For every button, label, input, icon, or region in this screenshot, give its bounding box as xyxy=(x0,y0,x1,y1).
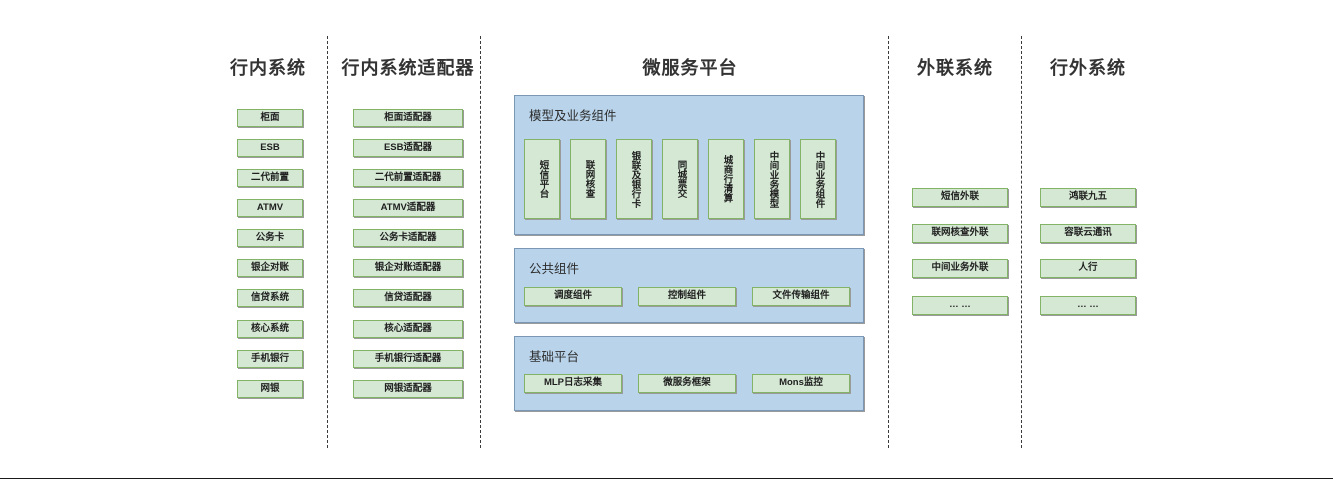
node-internal-system-7[interactable]: 信贷系统 xyxy=(237,289,303,307)
panel-label-model-business-components: 模型及业务组件 xyxy=(529,109,617,123)
separator-1 xyxy=(327,36,328,448)
node-model-component-6[interactable]: 中间业务模型 xyxy=(754,139,790,219)
node-internal-system-6[interactable]: 银企对账 xyxy=(237,259,303,277)
node-internal-adapter-1[interactable]: 柜面适配器 xyxy=(353,109,463,127)
node-external-link-4[interactable]: … … xyxy=(912,296,1008,315)
node-public-component-2[interactable]: 控制组件 xyxy=(638,287,736,306)
panel-public-components: 公共组件 xyxy=(514,248,864,323)
node-internal-system-10[interactable]: 网银 xyxy=(237,380,303,398)
node-base-platform-1[interactable]: MLP日志采集 xyxy=(524,374,622,393)
node-outside-bank-2[interactable]: 容联云通讯 xyxy=(1040,224,1136,243)
node-model-component-3[interactable]: 银联及银行卡 xyxy=(616,139,652,219)
column-title-internal-systems: 行内系统 xyxy=(230,58,306,78)
node-internal-system-3[interactable]: 二代前置 xyxy=(237,169,303,187)
node-internal-adapter-10[interactable]: 网银适配器 xyxy=(353,380,463,398)
node-internal-system-9[interactable]: 手机银行 xyxy=(237,350,303,368)
node-outside-bank-4[interactable]: … … xyxy=(1040,296,1136,315)
node-internal-adapter-2[interactable]: ESB适配器 xyxy=(353,139,463,157)
column-title-external-link-systems: 外联系统 xyxy=(917,58,993,78)
panel-label-base-platform: 基础平台 xyxy=(529,350,580,364)
node-model-component-2[interactable]: 联网核查 xyxy=(570,139,606,219)
node-model-component-7[interactable]: 中间业务组件 xyxy=(800,139,836,219)
column-title-internal-adapters: 行内系统适配器 xyxy=(341,58,475,78)
separator-4 xyxy=(1021,36,1022,448)
column-title-outside-bank-systems: 行外系统 xyxy=(1050,58,1126,78)
node-base-platform-3[interactable]: Mons监控 xyxy=(752,374,850,393)
node-internal-system-2[interactable]: ESB xyxy=(237,139,303,157)
node-internal-system-1[interactable]: 柜面 xyxy=(237,109,303,127)
node-internal-adapter-7[interactable]: 信贷适配器 xyxy=(353,289,463,307)
node-model-component-4[interactable]: 同城票交 xyxy=(662,139,698,219)
node-internal-adapter-3[interactable]: 二代前置适配器 xyxy=(353,169,463,187)
node-internal-adapter-6[interactable]: 银企对账适配器 xyxy=(353,259,463,277)
node-internal-system-8[interactable]: 核心系统 xyxy=(237,320,303,338)
node-external-link-1[interactable]: 短信外联 xyxy=(912,188,1008,207)
node-internal-adapter-4[interactable]: ATMV适配器 xyxy=(353,199,463,217)
node-internal-system-5[interactable]: 公务卡 xyxy=(237,229,303,247)
node-model-component-5[interactable]: 城商行清算 xyxy=(708,139,744,219)
node-external-link-2[interactable]: 联网核查外联 xyxy=(912,224,1008,243)
node-external-link-3[interactable]: 中间业务外联 xyxy=(912,259,1008,278)
node-model-component-1[interactable]: 短信平台 xyxy=(524,139,560,219)
node-internal-adapter-8[interactable]: 核心适配器 xyxy=(353,320,463,338)
bottom-divider xyxy=(0,478,1333,479)
node-outside-bank-3[interactable]: 人行 xyxy=(1040,259,1136,278)
node-internal-adapter-9[interactable]: 手机银行适配器 xyxy=(353,350,463,368)
panel-label-public-components: 公共组件 xyxy=(529,262,580,276)
node-public-component-3[interactable]: 文件传输组件 xyxy=(752,287,850,306)
node-public-component-1[interactable]: 调度组件 xyxy=(524,287,622,306)
separator-3 xyxy=(888,36,889,448)
column-title-microservice-platform: 微服务平台 xyxy=(642,58,738,78)
node-base-platform-2[interactable]: 微服务框架 xyxy=(638,374,736,393)
node-internal-system-4[interactable]: ATMV xyxy=(237,199,303,217)
panel-base-platform: 基础平台 xyxy=(514,336,864,411)
node-outside-bank-1[interactable]: 鸿联九五 xyxy=(1040,188,1136,207)
node-internal-adapter-5[interactable]: 公务卡适配器 xyxy=(353,229,463,247)
separator-2 xyxy=(480,36,481,448)
